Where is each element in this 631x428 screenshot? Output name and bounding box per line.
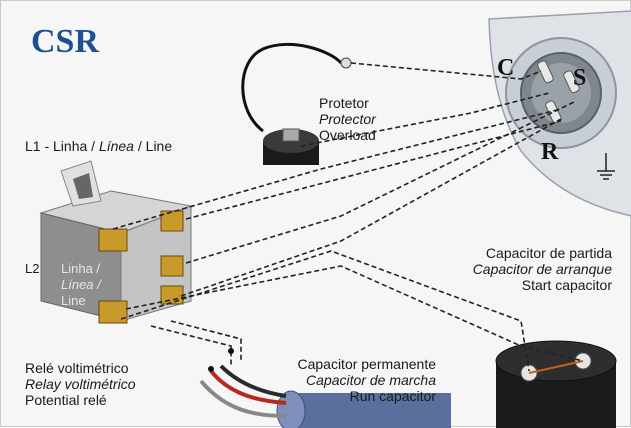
protector-label: Protetor Protector Overload — [319, 95, 376, 143]
start-capacitor-label: Capacitor de partida Capacitor de arranq… — [473, 245, 612, 293]
l1-label-pt: L1 - Linha / — [25, 138, 99, 154]
terminal-s-label: S — [573, 65, 587, 91]
terminal-r-label: R — [541, 139, 559, 165]
wiring — [112, 62, 584, 372]
start-capacitor-label-en: Start capacitor — [521, 277, 612, 293]
relay-label-es: Relay voltimétrico — [25, 376, 136, 392]
relay-label-en: Potential relé — [25, 392, 107, 408]
relay-terminal-2 — [98, 300, 128, 324]
ground-icon — [597, 153, 615, 180]
run-capacitor-label: Capacitor permanente Capacitor de marcha… — [297, 356, 436, 404]
run-capacitor — [199, 364, 451, 428]
l2-code: L2 — [25, 261, 40, 276]
run-capacitor-label-es: Capacitor de marcha — [306, 372, 436, 388]
terminal-c-pin — [537, 60, 554, 84]
l1-label-en: / Line — [133, 138, 173, 154]
l1-label: L1 - Linha / Línea / Line — [25, 138, 172, 154]
protector-label-es: Protector — [319, 111, 376, 127]
relay-terminal-1 — [98, 228, 128, 252]
l1-label-es: Línea — [98, 138, 134, 154]
protector-label-en: Overload — [319, 127, 376, 143]
compressor — [488, 10, 631, 217]
run-capacitor-label-pt: Capacitor permanente — [297, 356, 436, 372]
l2-label: Linha / Línea / Line — [61, 261, 101, 309]
terminal-c-label: C — [497, 55, 515, 81]
relay-label-pt: Relé voltimétrico — [25, 360, 129, 376]
start-capacitor-label-pt: Capacitor de partida — [485, 245, 612, 261]
l2-label-en: Line — [61, 293, 86, 308]
terminal-s-pin — [563, 70, 580, 94]
protector-label-pt: Protetor — [319, 95, 369, 111]
diagram-title: CSR — [31, 23, 100, 60]
potential-relay — [39, 160, 193, 324]
run-capacitor-label-en: Run capacitor — [349, 388, 436, 404]
relay-label: Relé voltimétrico Relay voltimétrico Pot… — [25, 360, 135, 408]
l2-label-es: Línea / — [61, 277, 101, 292]
l2-label-pt: Linha / — [61, 261, 101, 276]
start-capacitor-label-es: Capacitor de arranque — [472, 261, 612, 277]
